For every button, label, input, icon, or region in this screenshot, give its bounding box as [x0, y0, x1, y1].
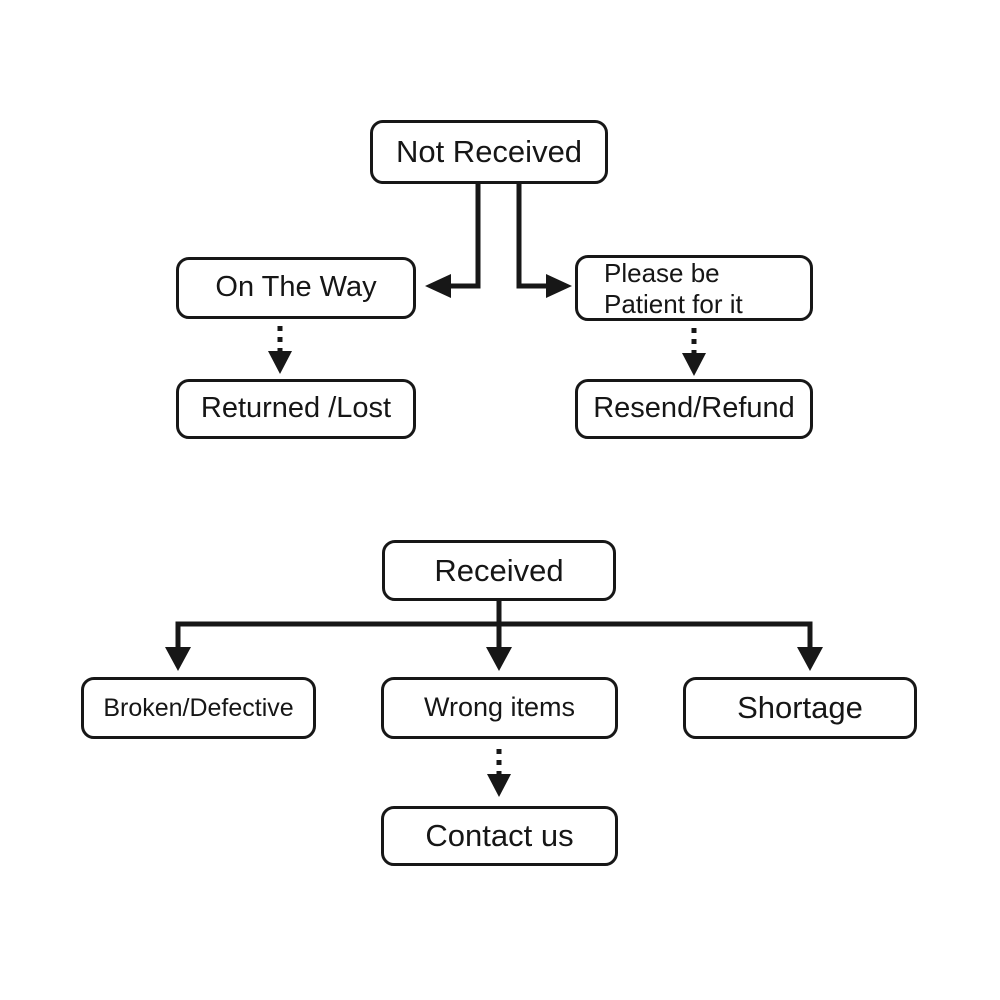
edge-received-branches	[165, 601, 823, 671]
arrowhead-down-icon	[682, 353, 706, 376]
node-on-the-way: On The Way	[176, 257, 416, 319]
node-label: Broken/Defective	[103, 693, 294, 722]
node-label: On The Way	[215, 271, 377, 304]
edge-not-received-to-please-be-patient	[516, 184, 572, 298]
edge-wrong-items-to-contact-us	[487, 749, 511, 797]
node-label: Returned /Lost	[200, 392, 392, 425]
edge-please-be-patient-to-resend-refund	[682, 328, 706, 376]
node-please-be-patient: Please be Patient for it	[575, 255, 813, 321]
node-label-line-2: Patient for it	[604, 289, 743, 319]
arrowhead-down-icon	[268, 351, 292, 374]
node-label: Shortage	[737, 690, 863, 726]
edge-not-received-to-on-the-way	[425, 184, 481, 298]
node-label-line-1: Please be	[604, 258, 720, 288]
node-label: Contact us	[425, 818, 574, 854]
arrowhead-down-icon	[487, 774, 511, 797]
node-received: Received	[382, 540, 616, 601]
arrowhead-left-icon	[425, 274, 451, 298]
node-returned-lost: Returned /Lost	[176, 379, 416, 439]
node-broken-defective: Broken/Defective	[81, 677, 316, 739]
node-shortage: Shortage	[683, 677, 917, 739]
node-label: Resend/Refund	[593, 392, 795, 425]
arrowhead-right-icon	[546, 274, 572, 298]
node-contact-us: Contact us	[381, 806, 618, 866]
node-not-received: Not Received	[370, 120, 608, 184]
node-label: Not Received	[395, 134, 583, 170]
node-label: Received	[434, 552, 564, 588]
arrowhead-down-icon	[486, 647, 512, 671]
edge-on-the-way-to-returned-lost	[268, 326, 292, 374]
arrowhead-down-icon	[165, 647, 191, 671]
node-wrong-items: Wrong items	[381, 677, 618, 739]
node-label: Wrong items	[423, 692, 576, 723]
arrowhead-down-icon	[797, 647, 823, 671]
node-resend-refund: Resend/Refund	[575, 379, 813, 439]
